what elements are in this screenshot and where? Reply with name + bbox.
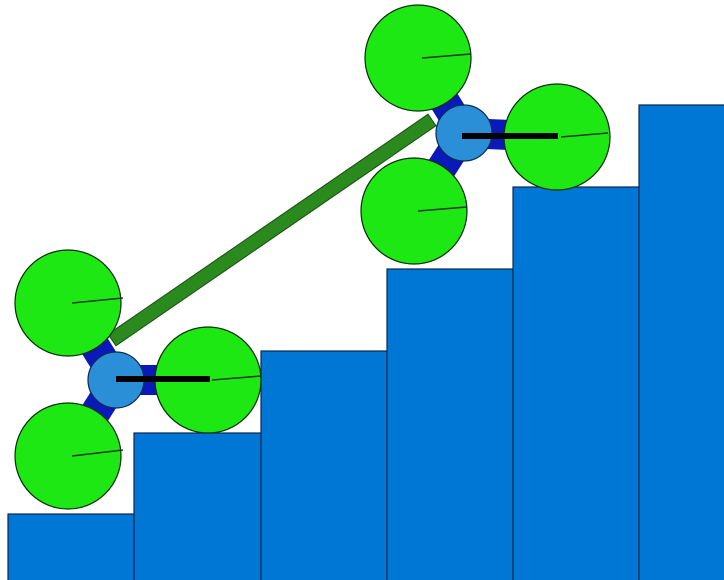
- wheel-2: [360, 157, 468, 265]
- wheel-1: [14, 249, 122, 357]
- wheel-spoke-3: [560, 132, 609, 138]
- upper-wheel-assembly: [360, 4, 611, 265]
- connecting-link-bar: [107, 113, 437, 347]
- wheel-1: [364, 4, 472, 112]
- connecting-link-bar-group: [107, 113, 437, 347]
- wheel-spoke-3: [211, 375, 262, 381]
- stair-step-2: [133, 432, 262, 580]
- wheel-spoke-2: [417, 206, 468, 212]
- stair-step-3: [260, 350, 388, 580]
- stair-step-1: [7, 513, 135, 580]
- stair-step-6: [638, 104, 724, 580]
- wheel-assemblies: [14, 4, 611, 510]
- stair-step-4: [386, 268, 514, 580]
- stair-step-5: [512, 186, 640, 580]
- wheel-spoke-1: [71, 297, 124, 304]
- wheel-spoke-1: [421, 53, 472, 59]
- wheel-2: [14, 402, 122, 510]
- lower-wheel-assembly: [14, 249, 262, 510]
- wheel-spoke-2: [71, 449, 124, 457]
